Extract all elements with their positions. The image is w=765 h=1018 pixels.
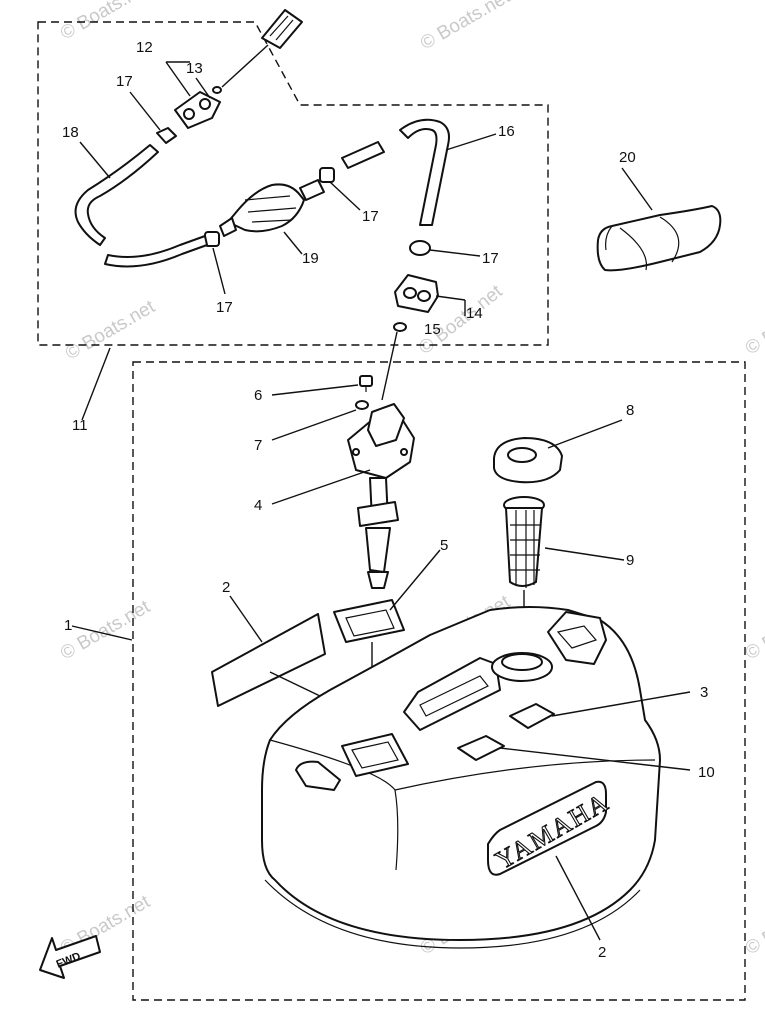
callout-2: 2	[222, 579, 230, 596]
washer-7	[355, 400, 369, 410]
callout-17: 17	[216, 299, 233, 316]
callout-8: 8	[626, 402, 634, 419]
tank-connector-14	[394, 274, 439, 313]
forward-direction-arrow: FWD	[39, 935, 101, 979]
leader-line	[221, 44, 269, 88]
callout-17: 17	[362, 208, 379, 225]
callout-11: 11	[72, 417, 88, 434]
callout-9: 9	[626, 552, 634, 569]
callout-6: 6	[254, 387, 262, 404]
fuel-pickup-4	[347, 403, 415, 589]
callout-16: 16	[498, 123, 515, 140]
callout-numbers: 12 13 17 18 16 17 19 17 17 14 15 20 11 6…	[62, 39, 715, 961]
fuel-tank-assembly-outline	[132, 361, 746, 1001]
hose-clip	[156, 127, 177, 144]
fuel-hose-16	[399, 118, 450, 226]
fuel-line-assembly-outline	[37, 21, 549, 346]
callout-3: 3	[700, 684, 708, 701]
connector-cover-20	[596, 205, 722, 272]
fuel-hose-18	[74, 144, 159, 246]
hose-clip	[319, 167, 335, 183]
fuel-tank-1: YAMAHA	[261, 606, 661, 949]
callout-1: 1	[64, 617, 72, 634]
primer-bulb-19	[219, 179, 325, 237]
fuel-cap-8	[493, 437, 563, 484]
o-ring-15	[393, 322, 407, 332]
callout-12: 12	[136, 39, 153, 56]
callout-13: 13	[186, 60, 203, 77]
screw-6	[359, 375, 373, 392]
gasket-5	[333, 599, 405, 643]
leader-lines	[71, 61, 691, 941]
hose-segment	[341, 141, 385, 169]
label-2-side	[211, 613, 326, 707]
callout-20: 20	[619, 149, 636, 166]
callout-19: 19	[302, 250, 319, 267]
callout-7: 7	[254, 437, 262, 454]
watermark-text: © Boats.net	[417, 0, 514, 54]
callout-15: 15	[424, 321, 441, 338]
callout-5: 5	[440, 537, 448, 554]
watermark-text: © Boats.net	[742, 291, 765, 359]
connector-fitting	[212, 9, 303, 94]
callout-17: 17	[116, 73, 133, 90]
callout-2: 2	[598, 944, 606, 961]
fuel-strainer-9	[503, 496, 545, 588]
watermark-text: © Boats.net	[62, 296, 159, 364]
callout-18: 18	[62, 124, 79, 141]
callout-14: 14	[466, 305, 483, 322]
hose-connector-12	[174, 91, 221, 129]
callout-4: 4	[254, 497, 262, 514]
callout-10: 10	[698, 764, 715, 781]
callout-17: 17	[482, 250, 499, 267]
assembly-line	[381, 331, 398, 401]
fuel-hose-segment	[104, 235, 208, 268]
hose-clip	[409, 240, 431, 256]
